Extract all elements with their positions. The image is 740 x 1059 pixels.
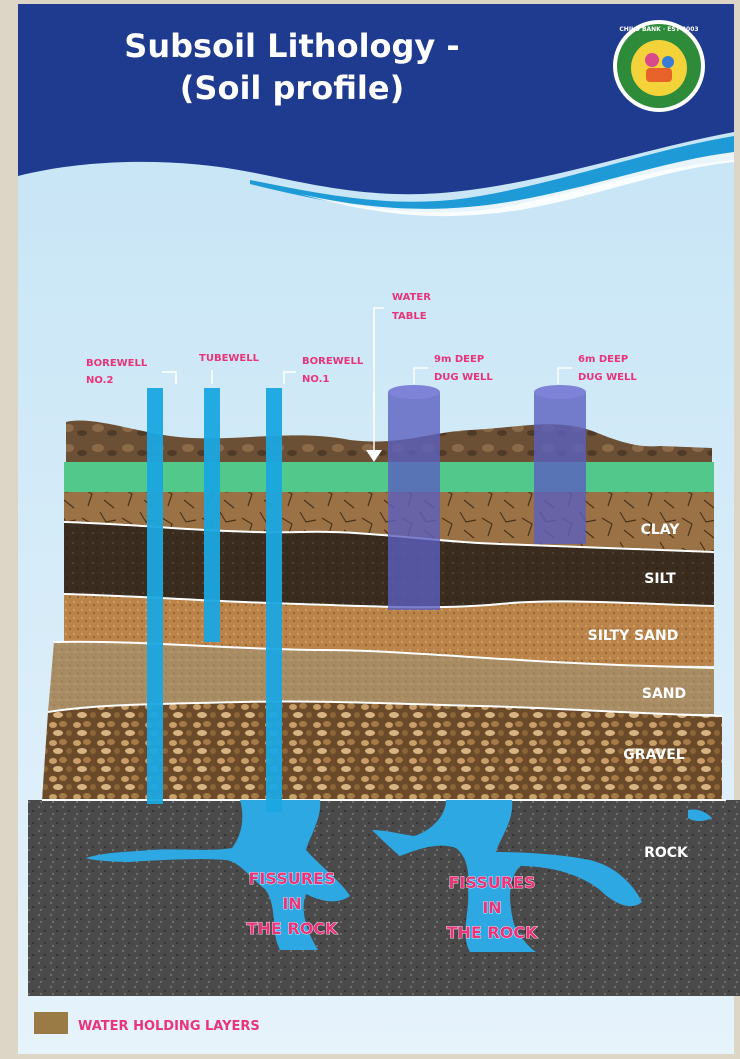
tubewell-pipe xyxy=(204,388,220,642)
borewell-no2-number: NO.2 xyxy=(86,375,113,386)
tubewell-label: TUBEWELL xyxy=(199,353,260,364)
fissures-right-line1: FISSURES xyxy=(449,873,536,892)
header-banner xyxy=(18,4,734,195)
borewell-no1-number: NO.1 xyxy=(302,374,329,385)
dug-well-9m xyxy=(388,385,440,610)
layer-sand xyxy=(48,641,714,714)
dug-well-9m-label: 9m DEEP xyxy=(434,354,484,365)
dug-well-9m-label-2: DUG WELL xyxy=(434,372,493,383)
water-table-marker-icon xyxy=(366,450,382,462)
dug-well-6m-label: 6m DEEP xyxy=(578,354,628,365)
fissures-left-line2: IN xyxy=(282,894,301,913)
layer-label-silty-sand: SILTY SAND xyxy=(588,628,679,644)
dug-well-6m-label-2: DUG WELL xyxy=(578,372,637,383)
layer-label-rock: ROCK xyxy=(644,845,689,861)
fissure-water xyxy=(86,800,712,952)
header-wave-white xyxy=(300,152,734,217)
logo-text: CHILD BANK · EST 2003 xyxy=(619,26,698,33)
borewell-no2-label: BOREWELL xyxy=(86,358,148,369)
borewell-no1-label: BOREWELL xyxy=(302,356,364,367)
water-table-label-2: TABLE xyxy=(392,311,427,322)
layer-label-silt: SILT xyxy=(644,571,676,587)
school-emblem-icon xyxy=(613,20,705,112)
layer-gravel xyxy=(42,701,722,800)
layer-label-sand: SAND xyxy=(642,686,686,702)
layer-silty-sand xyxy=(64,594,714,666)
layer-label-gravel: GRAVEL xyxy=(623,747,685,763)
dug-well-6m xyxy=(534,385,586,544)
borewell-no1-pipe xyxy=(266,388,282,812)
legend-label: WATER HOLDING LAYERS xyxy=(78,1019,260,1034)
fissures-right-line2: IN xyxy=(482,898,501,917)
fissures-left-line3: THE ROCK xyxy=(247,919,338,938)
title-line-1: Subsoil Lithology - xyxy=(124,27,459,65)
fissures-right-line3: THE ROCK xyxy=(447,923,538,942)
label-leaders xyxy=(162,307,572,452)
water-table-label: WATER xyxy=(392,292,431,303)
fissures-left-line1: FISSURES xyxy=(249,869,336,888)
legend-swatch xyxy=(34,1012,68,1034)
borewell-no2-pipe xyxy=(147,388,163,804)
layer-label-clay: CLAY xyxy=(641,522,681,538)
title-line-2: (Soil profile) xyxy=(180,69,404,107)
